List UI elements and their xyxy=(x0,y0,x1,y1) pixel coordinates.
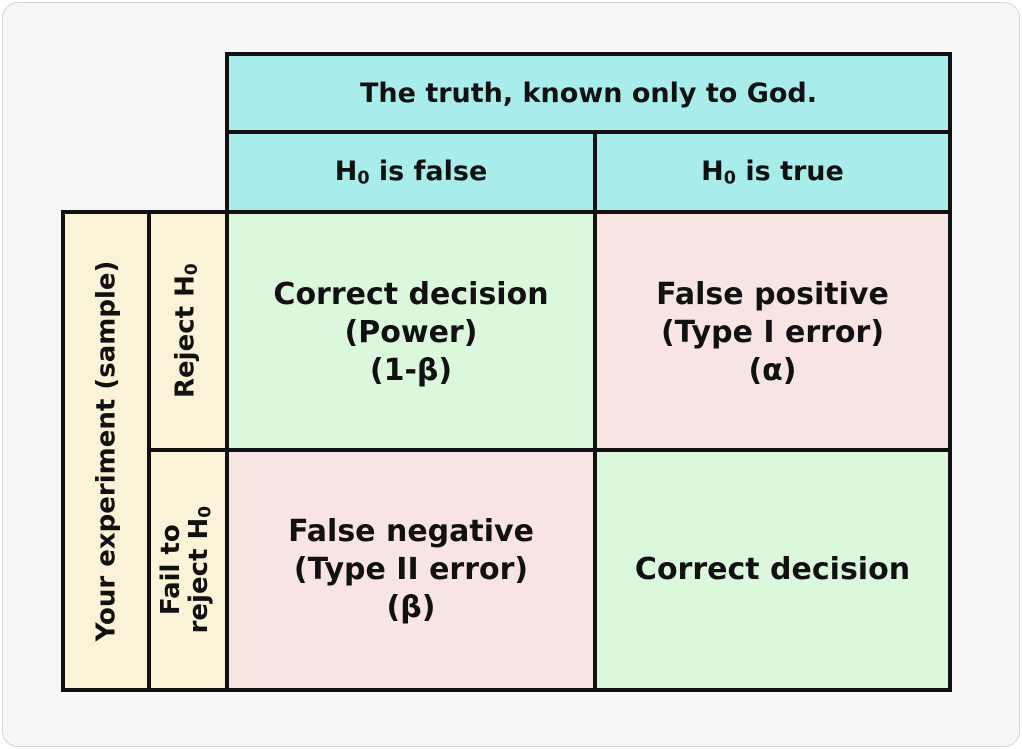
row-header-text: Reject H0 xyxy=(170,263,201,399)
cell-false-positive: False positive(Type I error)(α) xyxy=(593,210,952,452)
cell-correct-decision-power: Correct decision(Power)(1-β) xyxy=(225,210,597,452)
column-header-text: H0 is true xyxy=(701,155,844,189)
row-group-text: Your experiment (sample) xyxy=(91,260,122,642)
row-header-reject: Reject H0 xyxy=(147,210,229,452)
column-header-h0-true: H0 is true xyxy=(593,130,952,214)
truth-header-text: The truth, known only to God. xyxy=(359,77,818,109)
column-header-text: H0 is false xyxy=(334,155,488,189)
cell-false-negative: False negative(Type II error)(β) xyxy=(225,448,597,692)
row-group-label: Your experiment (sample) xyxy=(61,210,151,692)
column-header-h0-false: H0 is false xyxy=(225,130,597,214)
truth-header: The truth, known only to God. xyxy=(225,52,952,134)
cell-correct-decision: Correct decision xyxy=(593,448,952,692)
